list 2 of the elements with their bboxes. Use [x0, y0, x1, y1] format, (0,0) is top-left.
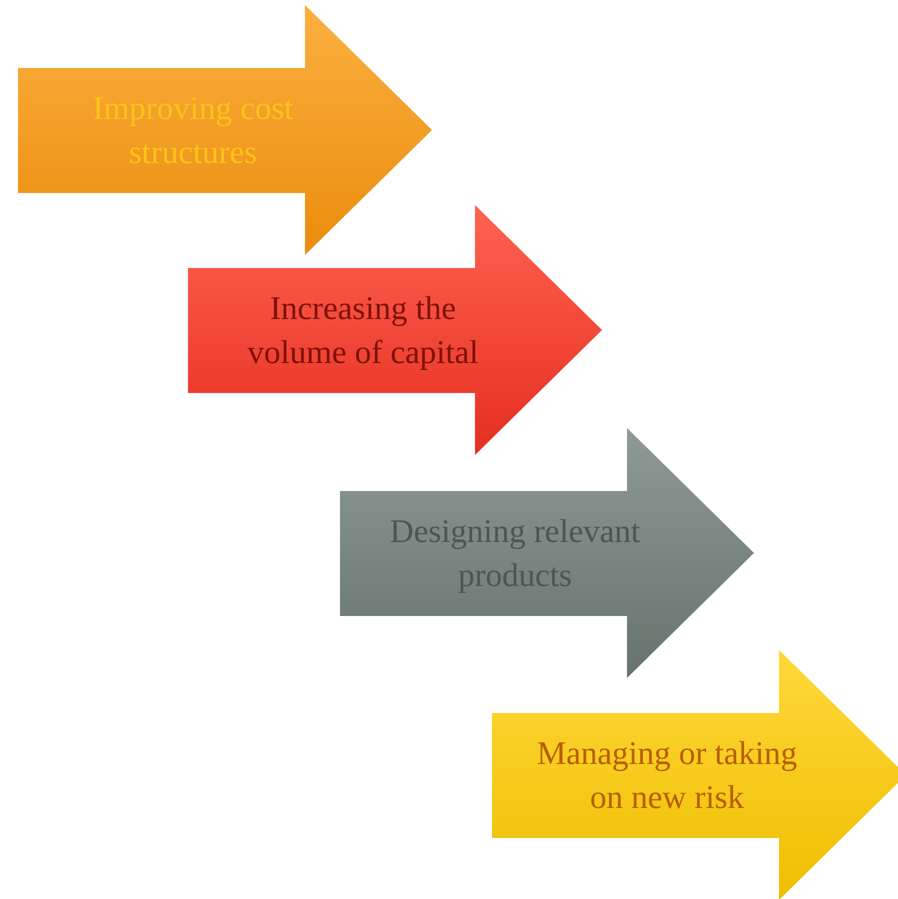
arrow-label: Managing or taking on new risk — [536, 734, 798, 818]
arrow-label: Increasing the volume of capital — [246, 290, 480, 372]
